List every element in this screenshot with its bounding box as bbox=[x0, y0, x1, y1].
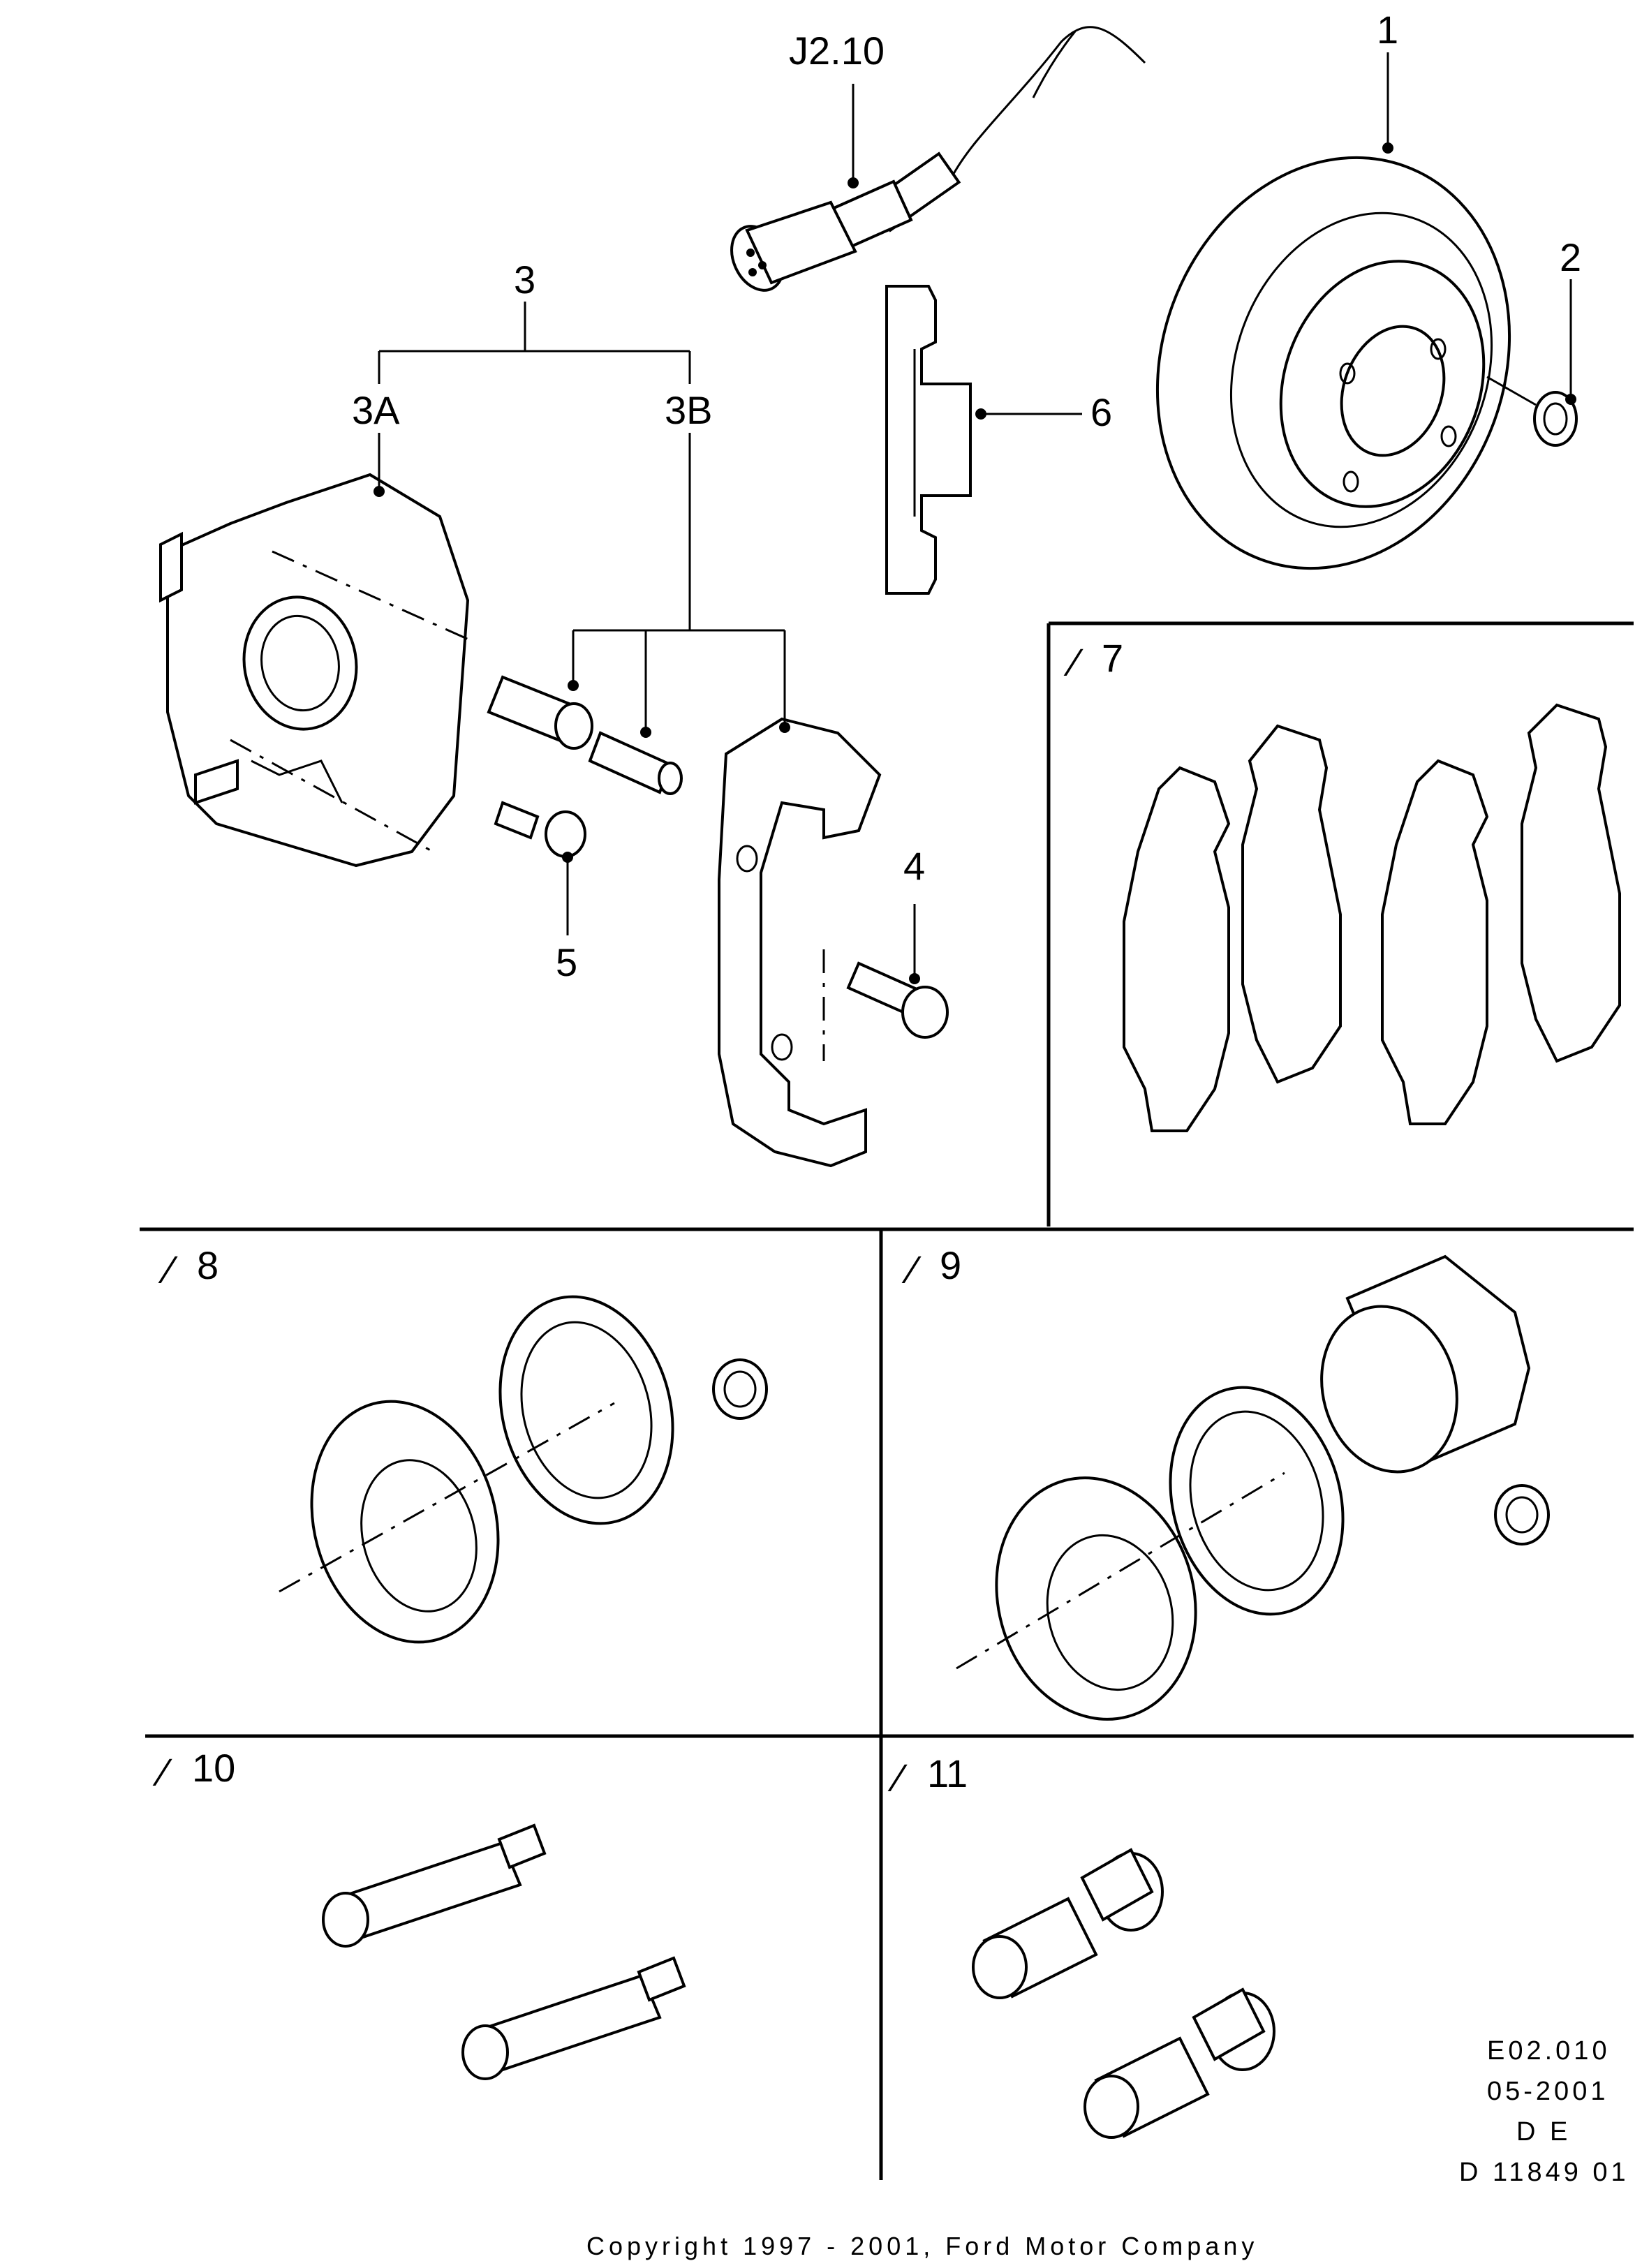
kit-10-symbol: ⁄ bbox=[152, 1750, 172, 1794]
guide-pin-kit bbox=[322, 1823, 686, 2080]
kit-9-label: 9 bbox=[940, 1243, 961, 1287]
panel-frames bbox=[140, 621, 1634, 2180]
info-lang: D E bbox=[1516, 2117, 1571, 2147]
retaining-spring bbox=[885, 285, 972, 595]
info-date: 05-2001 bbox=[1487, 2077, 1608, 2106]
label-3b: 3B bbox=[665, 388, 713, 432]
label-6: 6 bbox=[1090, 390, 1112, 434]
kit-8-label: 8 bbox=[197, 1243, 219, 1287]
kit-8-symbol: ⁄ bbox=[158, 1247, 178, 1291]
info-code: E02.010 bbox=[1487, 2036, 1611, 2066]
label-3: 3 bbox=[514, 258, 535, 302]
seal-kit bbox=[310, 1295, 768, 1644]
label-5: 5 bbox=[556, 940, 577, 984]
wear-sensor bbox=[730, 26, 1146, 292]
leader-lines bbox=[230, 52, 1576, 1670]
copyright-footer: Copyright 1997 - 2001, Ford Motor Compan… bbox=[586, 2232, 1258, 2260]
caliper-carrier bbox=[718, 717, 882, 1168]
label-1: 1 bbox=[1377, 8, 1398, 52]
kit-9-symbol: ⁄ bbox=[901, 1247, 922, 1291]
caliper-housing bbox=[159, 473, 470, 868]
kit-11-label: 11 bbox=[927, 1751, 968, 1795]
bleed-screw bbox=[494, 801, 586, 858]
piston-kit bbox=[995, 1254, 1550, 1721]
kit-7-label: 7 bbox=[1102, 636, 1123, 680]
kit-10-label: 10 bbox=[192, 1746, 235, 1790]
label-3a: 3A bbox=[352, 388, 400, 432]
kit-11-symbol: ⁄ bbox=[887, 1756, 908, 1800]
label-2: 2 bbox=[1560, 235, 1581, 279]
label-j2-10: J2.10 bbox=[789, 29, 885, 73]
guide-bushings bbox=[487, 675, 683, 795]
carrier-bolt bbox=[846, 961, 949, 1039]
callout-labels: 1 2 J2.10 3 3A 3B 4 5 6 bbox=[352, 8, 1581, 984]
brake-pads bbox=[1123, 703, 1621, 1132]
brake-disc bbox=[1155, 156, 1511, 570]
bush-kit bbox=[972, 1848, 1275, 2139]
lock-washer bbox=[1486, 376, 1578, 447]
kit-7-symbol: ⁄ bbox=[1063, 640, 1083, 684]
label-4: 4 bbox=[903, 844, 925, 888]
info-drawing-number: D 11849 01 bbox=[1459, 2158, 1629, 2187]
info-block: E02.010 05-2001 D E D 11849 01 bbox=[1459, 2036, 1629, 2187]
